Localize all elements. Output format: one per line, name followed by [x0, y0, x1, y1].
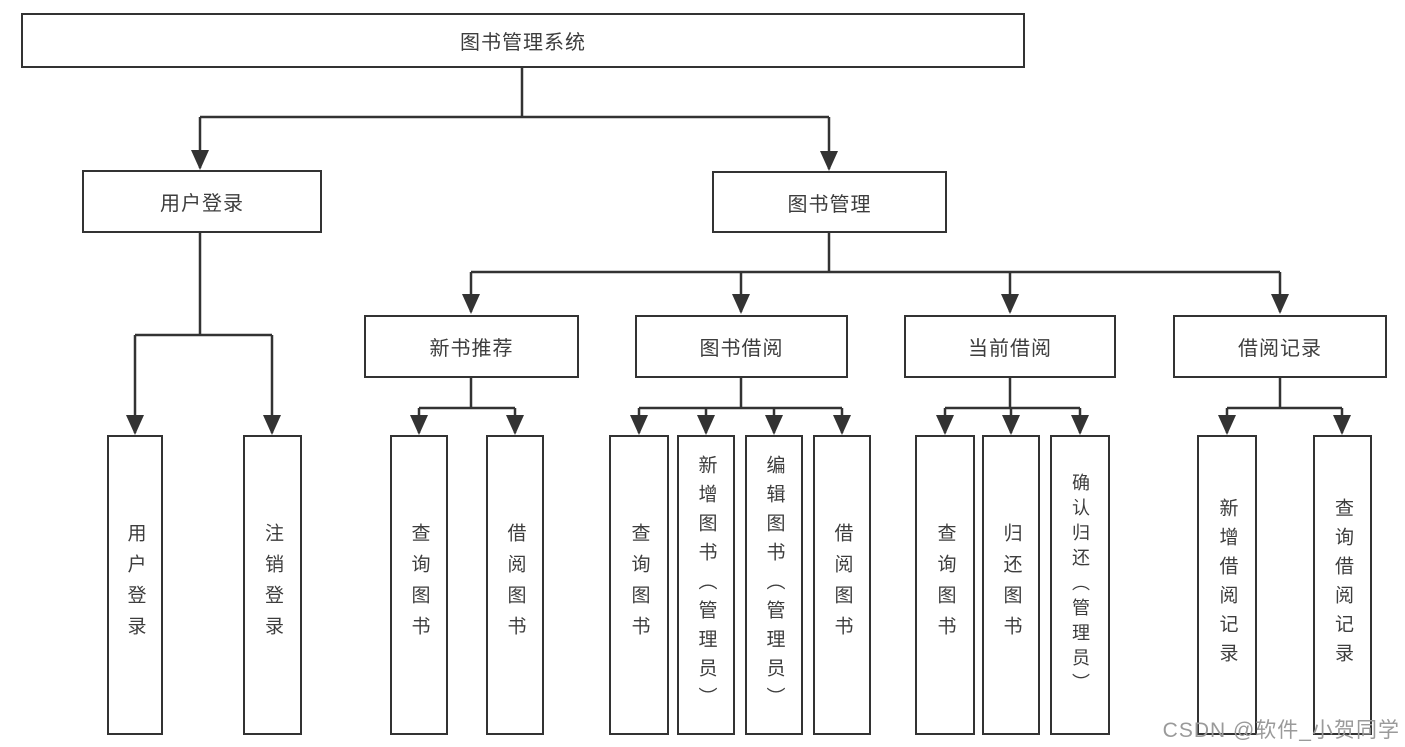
node-user-login: 用户登录	[82, 170, 322, 233]
node-label: 查询图书	[628, 523, 650, 647]
leaf-query-books-3: 查询图书	[915, 435, 975, 735]
node-label: 新增图书（管理员）	[695, 454, 717, 716]
leaf-borrow-books-2: 借阅图书	[813, 435, 871, 735]
leaf-borrow-books-1: 借阅图书	[486, 435, 544, 735]
node-borrowing-records: 借阅记录	[1173, 315, 1387, 378]
node-label: 新增借阅记录	[1216, 498, 1238, 672]
node-label: 借阅图书	[831, 523, 853, 647]
leaf-confirm-return-admin: 确认归还（管理员）	[1050, 435, 1110, 735]
leaf-add-books-admin: 新增图书（管理员）	[677, 435, 735, 735]
leaf-add-borrow-record: 新增借阅记录	[1197, 435, 1257, 735]
node-new-book-recommend: 新书推荐	[364, 315, 579, 378]
node-label: 用户登录	[124, 523, 146, 647]
leaf-query-borrow-record: 查询借阅记录	[1313, 435, 1372, 735]
node-label: 借阅图书	[504, 523, 526, 647]
node-label: 确认归还（管理员）	[1070, 472, 1090, 698]
node-label: 注销登录	[262, 523, 283, 647]
node-library-system: 图书管理系统	[21, 13, 1025, 68]
node-label: 查询借阅记录	[1332, 498, 1353, 672]
node-label: 编辑图书（管理员）	[763, 454, 785, 716]
node-current-borrowing: 当前借阅	[904, 315, 1116, 378]
node-label: 查询图书	[408, 523, 430, 647]
node-label: 新书推荐	[429, 338, 514, 360]
leaf-edit-books-admin: 编辑图书（管理员）	[745, 435, 803, 735]
node-book-management: 图书管理	[712, 171, 947, 233]
leaf-return-books: 归还图书	[982, 435, 1040, 735]
node-label: 当前借阅	[968, 338, 1052, 360]
node-label: 用户登录	[160, 193, 244, 215]
leaf-logout: 注销登录	[243, 435, 302, 735]
node-label: 查询图书	[934, 523, 956, 647]
leaf-query-books-2: 查询图书	[609, 435, 669, 735]
node-label: 图书管理系统	[460, 32, 586, 54]
node-label: 归还图书	[1000, 523, 1022, 647]
node-book-borrowing: 图书借阅	[635, 315, 848, 378]
leaf-query-books-1: 查询图书	[390, 435, 448, 735]
node-label: 借阅记录	[1238, 338, 1322, 360]
leaf-user-login: 用户登录	[107, 435, 163, 735]
node-label: 图书借阅	[699, 338, 784, 360]
node-label: 图书管理	[787, 193, 872, 216]
watermark: CSDN @软件_小贺同学	[1162, 719, 1400, 742]
